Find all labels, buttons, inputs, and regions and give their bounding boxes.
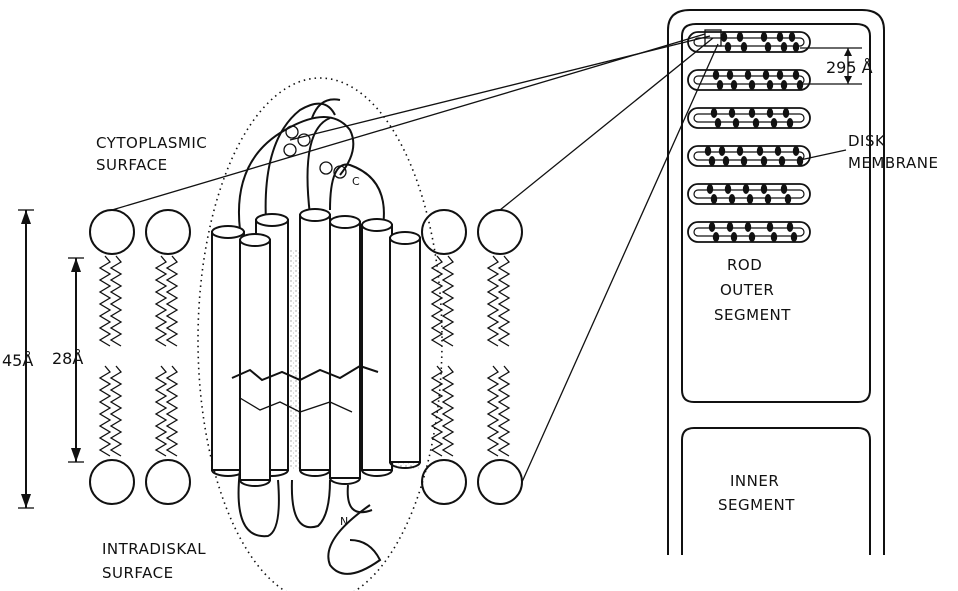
c-terminus-label: C bbox=[352, 175, 360, 188]
helix-cylinder bbox=[362, 219, 392, 476]
disk bbox=[688, 70, 810, 90]
svg-text:SURFACE: SURFACE bbox=[102, 564, 174, 582]
disk bbox=[688, 146, 810, 166]
rod-outer-segment-label: ROD OUTER SEGMENT bbox=[714, 256, 791, 324]
svg-text:OUTER: OUTER bbox=[720, 281, 774, 299]
disk-stack bbox=[688, 32, 810, 242]
intradiskal-surface-label: INTRADISKAL SURFACE bbox=[102, 540, 206, 582]
n-terminus-label: N bbox=[340, 515, 349, 528]
cytoplasmic-surface-label: CYTOPLASMIC SURFACE bbox=[96, 134, 207, 174]
dimension-45-label: 45Å bbox=[2, 351, 33, 370]
disk bbox=[688, 108, 810, 128]
svg-text:INTRADISKAL: INTRADISKAL bbox=[102, 540, 206, 558]
svg-text:SEGMENT: SEGMENT bbox=[718, 496, 795, 514]
helix-cylinder bbox=[330, 216, 360, 484]
svg-text:ROD: ROD bbox=[727, 256, 762, 274]
lipid-molecule bbox=[422, 210, 466, 504]
svg-text:INNER: INNER bbox=[730, 472, 779, 490]
helix-cylinder bbox=[300, 209, 330, 476]
disk-spacing-label: 295 Å bbox=[826, 58, 873, 77]
helix-cylinder bbox=[240, 234, 270, 486]
lipid-molecule bbox=[90, 210, 134, 504]
svg-text:DISK: DISK bbox=[848, 132, 886, 150]
helix-cylinder bbox=[390, 232, 420, 468]
disk bbox=[688, 32, 810, 52]
svg-text:CYTOPLASMIC: CYTOPLASMIC bbox=[96, 134, 207, 152]
svg-text:MEMBRANE: MEMBRANE bbox=[848, 154, 938, 172]
disk-membrane-pointer bbox=[800, 150, 846, 160]
disk bbox=[688, 184, 810, 204]
disk-membrane-label: DISK MEMBRANE bbox=[848, 132, 938, 172]
lipid-molecule bbox=[146, 210, 190, 504]
svg-text:SEGMENT: SEGMENT bbox=[714, 306, 791, 324]
dimension-28-label: 28Å bbox=[52, 349, 83, 368]
inner-segment-label: INNER SEGMENT bbox=[718, 472, 795, 514]
disk bbox=[688, 222, 810, 242]
lipid-molecule bbox=[478, 210, 522, 504]
svg-text:SURFACE: SURFACE bbox=[96, 156, 168, 174]
